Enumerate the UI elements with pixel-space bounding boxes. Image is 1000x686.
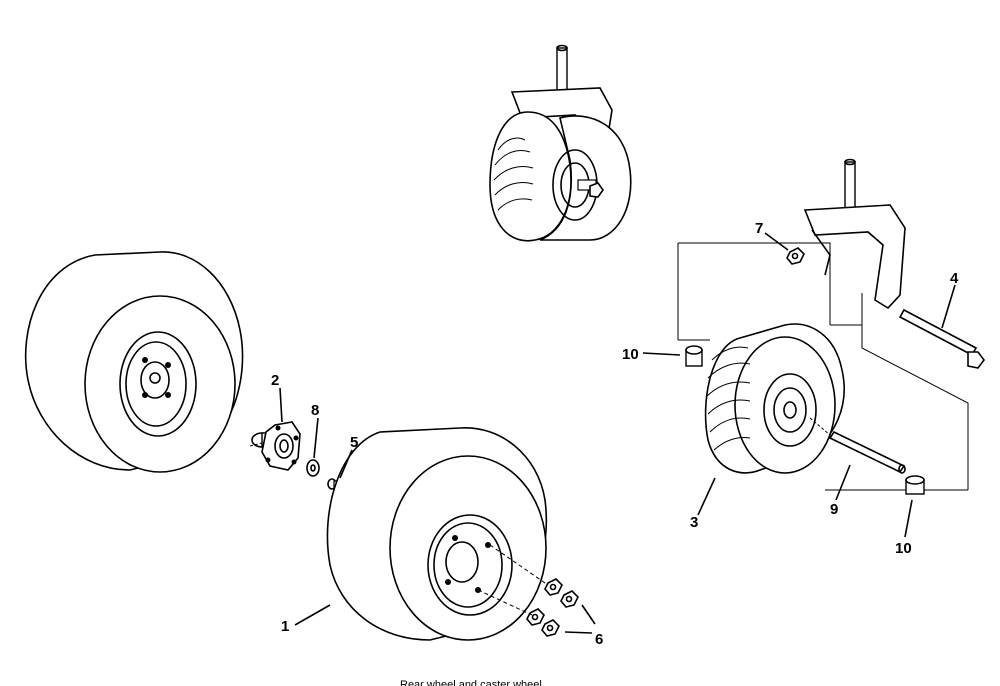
callout-6: 6: [595, 631, 603, 648]
washer: [306, 459, 320, 477]
caster-assembly-top: [489, 44, 632, 242]
callout-5: 5: [350, 434, 358, 451]
wheel-hub: [251, 421, 301, 471]
spacer-left: [685, 345, 703, 367]
rear-tire-right: [326, 427, 548, 641]
leader-lines: [279, 232, 956, 634]
callout-3: 3: [690, 514, 698, 531]
axle-bolt: [898, 308, 985, 369]
callout-8: 8: [311, 402, 319, 419]
axle-tube: [828, 430, 906, 474]
caster-wheel: [704, 323, 845, 474]
lug-nuts: [526, 578, 579, 637]
hex-nut: [786, 247, 805, 265]
callout-1: 1: [281, 618, 289, 635]
callout-4: 4: [950, 270, 959, 287]
caster-bracket: [803, 158, 906, 310]
assembly-outline: [677, 242, 969, 491]
callout-9: 9: [830, 501, 838, 518]
callout-10-left: 10: [622, 346, 639, 363]
callout-10-right: 10: [895, 540, 912, 557]
rear-tire-left: [24, 251, 244, 473]
callout-7: 7: [755, 220, 763, 237]
figure-caption: Rear wheel and caster wheel: [400, 679, 542, 686]
spacer-right: [905, 475, 925, 495]
callout-2: 2: [271, 372, 279, 389]
